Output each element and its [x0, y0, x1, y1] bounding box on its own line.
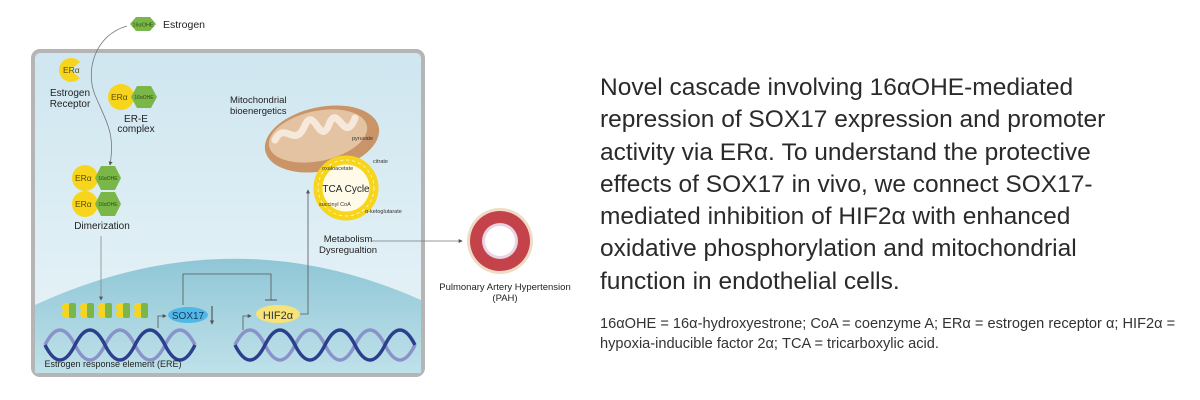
pah-label: Pulmonary Artery Hypertension	[439, 282, 570, 293]
svg-text:16αOHE: 16αOHE	[98, 176, 118, 182]
svg-text:Receptor: Receptor	[50, 99, 91, 110]
svg-text:16αOHE: 16αOHE	[98, 202, 118, 208]
pathway-diagram: 16αOHE Estrogen ERα Estrogen Receptor ER…	[31, 17, 571, 377]
sox17-inhibits-hif2a	[182, 273, 272, 305]
svg-text:16αOHE: 16αOHE	[134, 95, 154, 101]
summary-text: Novel cascade involving 16αOHE-mediated …	[600, 74, 1106, 295]
svg-text:Mitochondrial: Mitochondrial	[230, 95, 287, 106]
entry-path-arrow	[91, 25, 128, 166]
hif2a-node: HIF2α	[256, 305, 300, 323]
svg-text:TCA Cycle: TCA Cycle	[322, 184, 370, 195]
ere-dimer-row	[62, 303, 148, 318]
svg-text:bioenergetics: bioenergetics	[230, 106, 287, 117]
metabolism-label: Metabolism	[324, 234, 373, 245]
ere-to-sox17-arrow	[157, 314, 167, 328]
svg-text:ERα: ERα	[75, 173, 92, 183]
svg-text:α-ketoglutarate: α-ketoglutarate	[365, 209, 402, 215]
svg-text:HIF2α: HIF2α	[263, 310, 294, 322]
sox17-node: SOX17	[168, 307, 208, 323]
ere-label: Estrogen response element (ERE)	[44, 359, 181, 369]
svg-text:citrate: citrate	[373, 159, 388, 165]
hif2a-to-mito-arrow	[300, 189, 310, 315]
mitochondrion: Mitochondrial bioenergetics	[230, 95, 380, 173]
svg-text:oxaloacetate: oxaloacetate	[322, 166, 353, 172]
hif2a-promoter-arrow	[242, 314, 252, 330]
abbreviations-footnote: 16αOHE = 16α-hydroxyestrone; CoA = coenz…	[600, 316, 1176, 352]
svg-text:Estrogen: Estrogen	[163, 19, 205, 31]
er-e-complex: ERα 16αOHE ER-E complex	[108, 84, 157, 135]
svg-text:Dimerization: Dimerization	[74, 221, 130, 232]
estrogen-receptor: ERα Estrogen Receptor	[50, 58, 91, 110]
svg-text:pyruvate: pyruvate	[352, 136, 373, 142]
svg-text:ER-E: ER-E	[124, 114, 148, 125]
dna-helix-left	[43, 328, 197, 362]
pah-label-2: (PAH)	[492, 293, 517, 304]
dimer: ERα ERα 16αOHE 16αOHE Dimerization	[72, 165, 130, 232]
metabolism-label-2: Dysregualtion	[319, 245, 377, 256]
svg-text:ERα: ERα	[75, 199, 92, 209]
svg-text:ERα: ERα	[111, 92, 128, 102]
svg-text:ERα: ERα	[63, 65, 80, 75]
dna-helix-right	[233, 328, 417, 362]
svg-text:Estrogen: Estrogen	[50, 88, 90, 99]
estrogen-molecule: 16αOHE Estrogen	[130, 17, 205, 31]
svg-text:complex: complex	[117, 124, 154, 135]
svg-text:16αOHE: 16αOHE	[132, 23, 154, 29]
tca-cycle: TCA Cycle pyruvate citrate oxaloacetate …	[313, 136, 402, 221]
artery-cross-section	[467, 208, 533, 274]
svg-text:succinyl CoA: succinyl CoA	[319, 202, 351, 208]
svg-text:SOX17: SOX17	[172, 311, 205, 322]
